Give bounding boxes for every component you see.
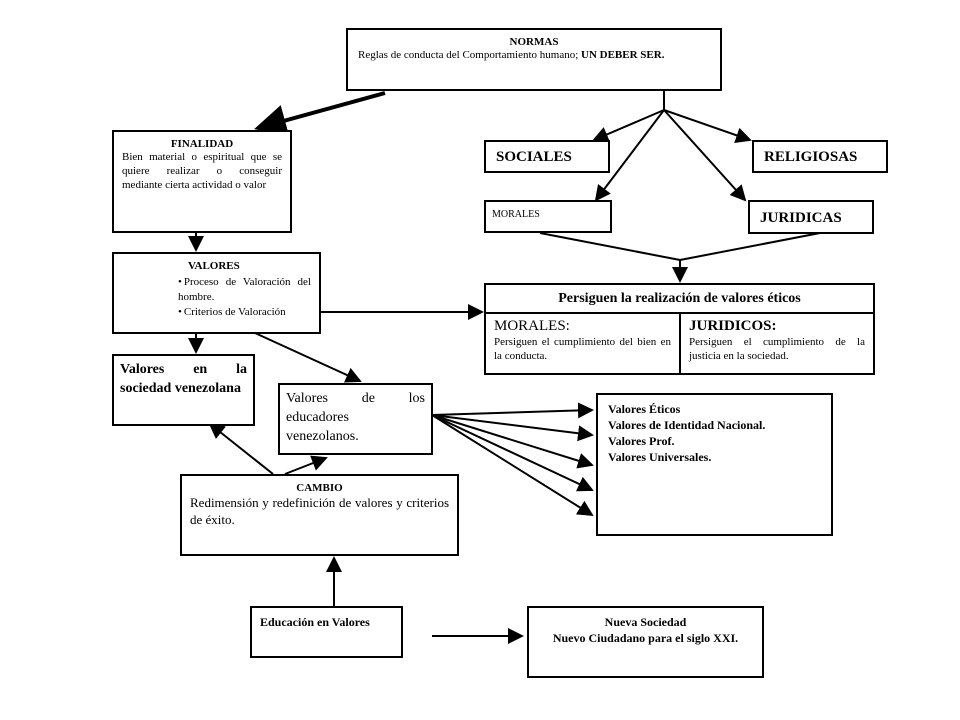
persiguen-morales-title: MORALES: bbox=[494, 318, 570, 334]
educacion-text: Educación en Valores bbox=[260, 615, 370, 629]
religiosas-box: RELIGIOSAS bbox=[752, 140, 888, 173]
arrow-to-religiosas bbox=[663, 109, 752, 143]
finalidad-box: FINALIDAD Bien material o espiritual que… bbox=[112, 130, 292, 233]
arrow-fan-1 bbox=[431, 402, 594, 419]
persiguen-columns: MORALES: Persiguen el cumplimiento del b… bbox=[486, 314, 873, 373]
valores-item-proceso: Proceso de Valoración del hombre. bbox=[178, 275, 311, 305]
sociales-box: SOCIALES bbox=[484, 140, 610, 173]
persiguen-title: Persiguen la realización de valores étic… bbox=[486, 285, 873, 314]
valores-title: VALORES bbox=[188, 260, 240, 272]
arrow-fan-3 bbox=[431, 414, 594, 469]
valores-box: VALORES Proceso de Valoración del hombre… bbox=[112, 252, 321, 334]
valores-item-criterios: Criterios de Valoración bbox=[178, 305, 311, 320]
nueva-sociedad-line1: Nueva Sociedad bbox=[604, 615, 687, 629]
normas-text: Reglas de conducta del Comportamiento hu… bbox=[358, 49, 665, 61]
lista-valores-item-universales: Valores Universales. bbox=[608, 450, 712, 464]
normas-emph: UN DEBER SER. bbox=[581, 49, 665, 61]
persiguen-morales-text: Persiguen el cumplimiento del bien en la… bbox=[494, 336, 671, 362]
valores-educadores-text: Valores de los educadores venezolanos. bbox=[286, 391, 425, 444]
arrow-cambio-educadores bbox=[284, 455, 328, 475]
arrow-fan-4 bbox=[431, 414, 594, 492]
morales-label: MORALES bbox=[492, 209, 540, 220]
arrow-to-morales bbox=[594, 109, 665, 202]
persiguen-morales: MORALES: Persiguen el cumplimiento del b… bbox=[486, 314, 681, 373]
persiguen-juridicos: JURIDICOS: Persiguen el cumplimiento de … bbox=[681, 314, 873, 373]
sociales-label: SOCIALES bbox=[496, 149, 572, 165]
nueva-sociedad-box: Nueva Sociedad Nuevo Ciudadano para el s… bbox=[527, 606, 764, 678]
cambio-title: CAMBIO bbox=[296, 482, 343, 494]
arrow-valores-educadores bbox=[254, 332, 362, 383]
arrow-normas-finalidad bbox=[254, 91, 386, 136]
valores-list: Proceso de Valoración del hombre. Criter… bbox=[168, 275, 311, 320]
religiosas-label: RELIGIOSAS bbox=[764, 149, 858, 165]
persiguen-box: Persiguen la realización de valores étic… bbox=[484, 283, 875, 375]
valores-sociedad-text: Valores en la sociedad venezolana bbox=[120, 362, 247, 396]
finalidad-title: FINALIDAD bbox=[170, 138, 234, 150]
line-juridicas-converge bbox=[679, 232, 821, 261]
lista-valores-item-identidad: Valores de Identidad Nacional. bbox=[608, 418, 766, 432]
valores-sociedad-box: Valores en la sociedad venezolana bbox=[112, 354, 255, 426]
valores-educadores-box: Valores de los educadores venezolanos. bbox=[278, 383, 433, 455]
lista-valores-item-prof: Valores Prof. bbox=[608, 434, 675, 448]
morales-box: MORALES bbox=[484, 200, 612, 233]
arrow-to-sociales bbox=[592, 109, 665, 142]
lista-valores-item-eticos: Valores Éticos bbox=[608, 402, 681, 416]
persiguen-juridicos-title: JURIDICOS: bbox=[689, 318, 777, 334]
cambio-box: CAMBIO Redimensión y redefinición de val… bbox=[180, 474, 459, 556]
educacion-box: Educación en Valores bbox=[250, 606, 403, 658]
arrow-cambio-sociedad bbox=[208, 422, 274, 475]
arrow-fan-5 bbox=[431, 414, 594, 517]
normas-box: NORMAS Reglas de conducta del Comportami… bbox=[346, 28, 722, 91]
line-morales-converge bbox=[539, 232, 681, 261]
persiguen-juridicos-text: Persiguen el cumplimiento de la justicia… bbox=[689, 336, 865, 362]
arrow-to-juridicas bbox=[663, 109, 747, 202]
cambio-text: Redimensión y redefinición de valores y … bbox=[190, 495, 449, 527]
juridicas-label: JURIDICAS bbox=[760, 210, 842, 226]
arrow-fan-2 bbox=[431, 414, 594, 442]
normas-title: NORMAS bbox=[509, 36, 559, 48]
juridicas-box: JURIDICAS bbox=[748, 200, 874, 234]
nueva-sociedad-line2: Nuevo Ciudadano para el siglo XXI. bbox=[552, 631, 739, 645]
lista-valores-box: Valores Éticos Valores de Identidad Naci… bbox=[596, 393, 833, 536]
finalidad-text: Bien material o espiritual que se quiere… bbox=[122, 151, 282, 191]
